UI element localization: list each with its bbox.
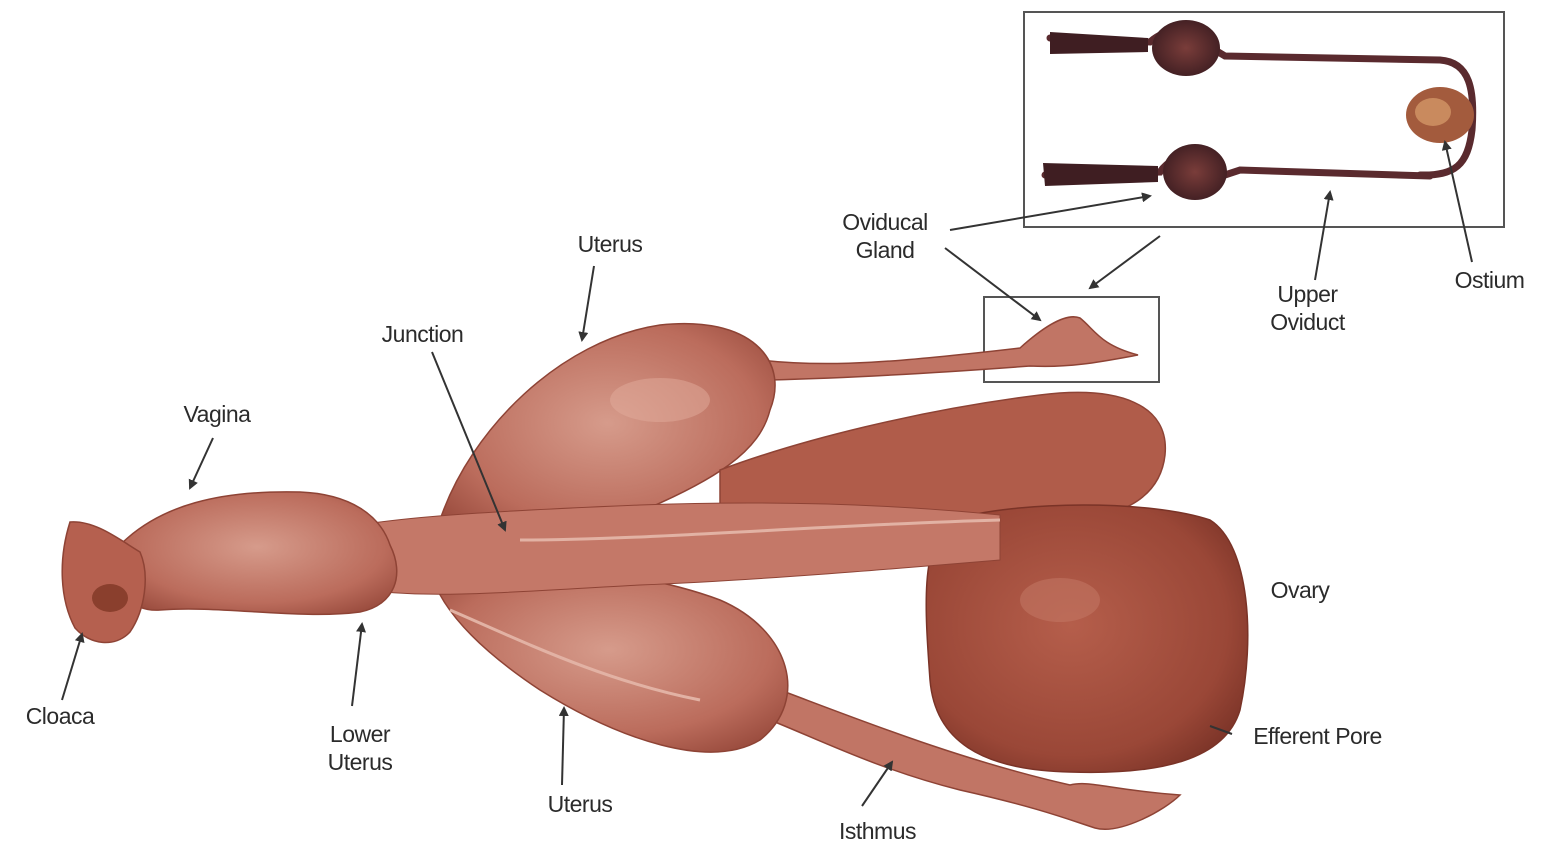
line-isthmus (862, 762, 892, 806)
line-cloaca (62, 634, 82, 700)
label-upper-oviduct: Upper Oviduct (1250, 280, 1365, 336)
label-oviducal-gland: Oviducal Gland (820, 208, 950, 264)
line-vagina (190, 438, 213, 488)
line-lower-uterus (352, 624, 362, 706)
label-oviducal-gland-line2: Gland (820, 236, 950, 264)
label-upper-oviduct-line2: Oviduct (1250, 308, 1365, 336)
cloaca-opening (92, 584, 128, 612)
label-efferent-pore: Efferent Pore (1230, 722, 1405, 750)
line-inset-to-box (1090, 236, 1160, 288)
inset-ostium-inner (1415, 98, 1451, 126)
label-upper-oviduct-line1: Upper (1250, 280, 1365, 308)
inset-panel (1024, 12, 1504, 227)
inset-strand-end-bottom (1043, 163, 1158, 186)
label-cloaca: Cloaca (5, 702, 115, 730)
label-ovary: Ovary (1245, 576, 1355, 604)
label-oviducal-gland-line1: Oviducal (820, 208, 950, 236)
label-lower-uterus: Lower Uterus (305, 720, 415, 776)
label-junction: Junction (360, 320, 485, 348)
specimen (62, 317, 1248, 829)
central-tract (360, 503, 1000, 594)
label-uterus-top: Uterus (555, 230, 665, 258)
lower-uterus-lobe (430, 566, 788, 752)
upper-isthmus-shape (760, 317, 1138, 380)
line-uterus-top (582, 266, 594, 340)
vagina-region (117, 492, 396, 615)
label-lower-uterus-line1: Lower (305, 720, 415, 748)
label-isthmus: Isthmus (820, 817, 935, 845)
line-uterus-bottom (562, 708, 564, 785)
label-lower-uterus-line2: Uterus (305, 748, 415, 776)
label-vagina: Vagina (162, 400, 272, 428)
inset-oviducal-gland-bottom (1163, 144, 1227, 200)
inset-oviducal-gland-top (1152, 20, 1220, 76)
label-ostium: Ostium (1432, 266, 1547, 294)
line-oviducal-to-gland (945, 248, 1040, 320)
label-uterus-bottom: Uterus (525, 790, 635, 818)
